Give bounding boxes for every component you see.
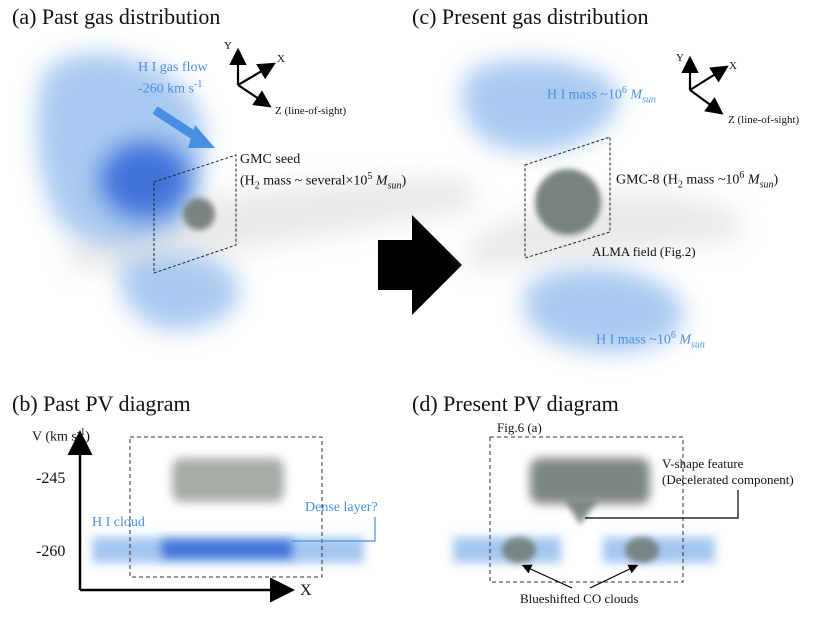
- gmc-seed-label: GMC seed: [240, 152, 301, 167]
- panel-a-title: (a) Past gas distribution: [12, 4, 221, 29]
- x-axis-label: X: [300, 582, 312, 599]
- gmc-seed-frame: [153, 154, 237, 274]
- hi-cloud-bottom: [525, 267, 684, 353]
- axis-z-label-c: Z (line-of-sight): [728, 114, 800, 126]
- co-cloud-left: [502, 537, 536, 563]
- panel-c-title: (c) Present gas distribution: [412, 4, 649, 29]
- panel-b-title: (b) Past PV diagram: [12, 391, 191, 416]
- pv-d-vshape: [565, 500, 598, 525]
- co-pointer-right: [589, 564, 639, 589]
- hi-cloud-top: [461, 59, 619, 152]
- panel-d-pv: [453, 436, 739, 589]
- hi-cloud-label: H I cloud: [92, 515, 145, 530]
- fig-ref-label: Fig.6 (a): [497, 420, 542, 435]
- pv-b-dense-band: [162, 540, 292, 558]
- hi-flow-velocity: -260 km s-1: [138, 79, 203, 97]
- axes-3d-a: [229, 47, 276, 108]
- dense-layer-pointer: [292, 517, 376, 542]
- hi-dense-core: [100, 142, 190, 218]
- co-cloud-right: [625, 537, 659, 563]
- axis-y-label-a: Y: [224, 40, 232, 52]
- panel-b-pv: [67, 430, 376, 603]
- vshape-label-2: (Decelerated component): [662, 472, 794, 487]
- pv-b-frame: [129, 436, 323, 578]
- gray-filament: [70, 177, 475, 270]
- vshape-label-1: V-shape feature: [662, 456, 744, 471]
- pv-b-gmc-blob: [172, 458, 284, 502]
- panel-d-title: (d) Present PV diagram: [412, 391, 619, 416]
- co-pointer-left: [521, 564, 573, 589]
- axis-x-label-a: X: [277, 53, 285, 65]
- hi-flow-arrow: [152, 106, 201, 142]
- panel-c-gas: [461, 59, 740, 353]
- pv-d-gmc-blob: [530, 458, 650, 504]
- v-axis-label: V (km s-1): [32, 427, 90, 445]
- axes-3d-c: [681, 55, 729, 115]
- hi-mass-top-label: H I mass ~106 Msun: [547, 85, 656, 106]
- vshape-pointer: [585, 490, 739, 519]
- panel-a-gas: [36, 52, 475, 330]
- gmc8-label: GMC-8 (H2 mass ~106 Msun): [616, 170, 779, 191]
- hi-flow-label: H I gas flow: [138, 60, 208, 75]
- axis-z-label-a: Z (line-of-sight): [275, 105, 347, 117]
- tick-245: -245: [36, 470, 66, 487]
- pv-d-frame: [489, 436, 684, 583]
- axis-x-label-c: X: [729, 60, 737, 72]
- tick-260: -260: [36, 543, 66, 560]
- alma-field-label: ALMA field (Fig.2): [592, 244, 696, 259]
- time-arrow: [378, 215, 462, 315]
- hi-mass-bottom-label: H I mass ~106 Msun: [596, 330, 705, 351]
- gmc-seed-mass: (H2 mass ~ several×105 Msun): [240, 171, 407, 192]
- axis-y-label-c: Y: [676, 52, 684, 64]
- gmc-seed-circle: [183, 198, 215, 230]
- hi-cloud-lower: [119, 253, 240, 330]
- dense-layer-label: Dense layer?: [305, 500, 378, 515]
- gmc8-circle: [535, 169, 601, 235]
- blueshifted-co-label: Blueshifted CO clouds: [520, 591, 639, 606]
